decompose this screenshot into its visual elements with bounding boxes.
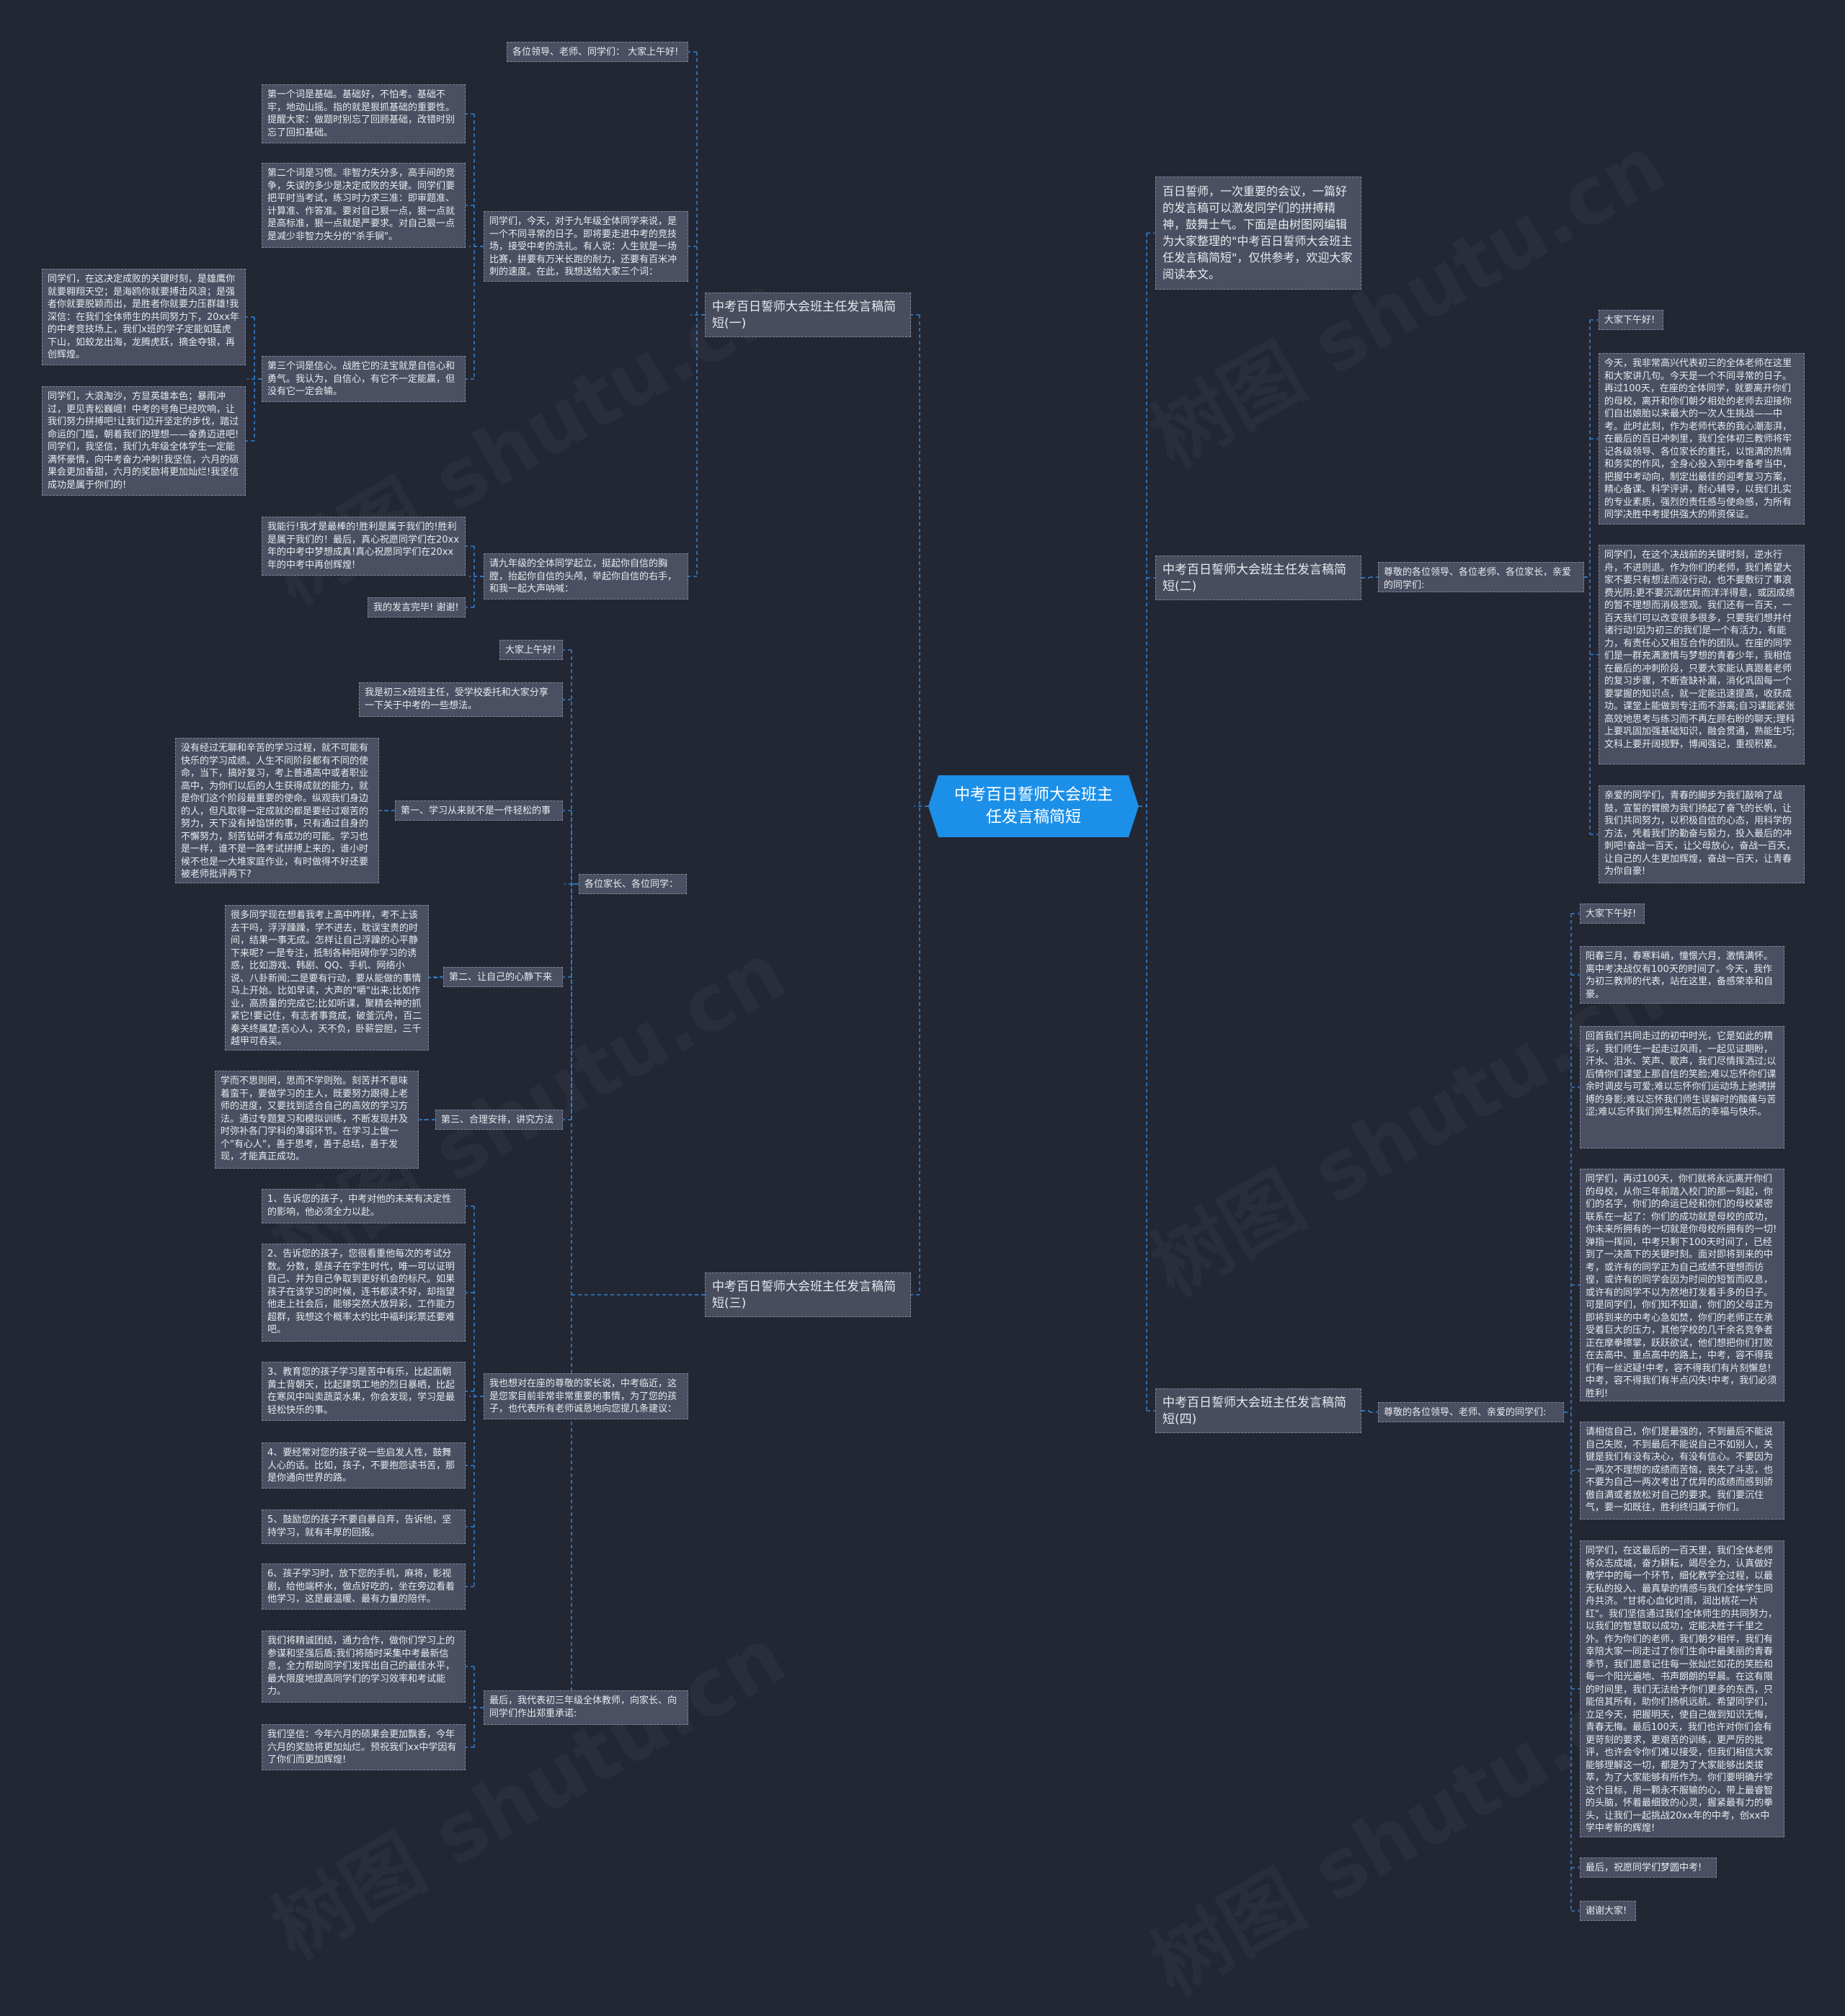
branch-3-advice[interactable]: 2、告诉您的孩子，您很看重他每次的考试分数。分数，是孩子在学生时代，唯一可以证明…: [262, 1244, 466, 1342]
branch-3-point-detail[interactable]: 很多同学现在想着我考上高中咋样，考不上该去干吗，浮浮躁躁，学不进去，耽误宝贵的时…: [225, 905, 429, 1051]
branch-2-paragraph[interactable]: 同学们，在这个决战前的关键时刻，逆水行舟，不进则退。作为你们的老师，我们希望大家…: [1599, 545, 1805, 764]
branch-1-point[interactable]: 第一个词是基础。基础好，不怕考。基础不牢，地动山摇。指的就是狠抓基础的重要性。提…: [262, 84, 466, 143]
branch-3-advice[interactable]: 3、教育您的孩子学习是苦中有乐，比起面朝黄土背朝天，比起建筑工地的烈日暴晒，比起…: [262, 1362, 466, 1421]
intro-node[interactable]: 百日誓师，一次重要的会议，一篇好的发言稿可以激发同学们的拼搏精神，鼓舞士气。下面…: [1155, 177, 1361, 290]
branch-1-paragraph[interactable]: 同学们，今天，对于九年级全体同学来说，是一个不同寻常的日子。即将要走进中考的竞技…: [484, 211, 688, 282]
branch-3-point-heading[interactable]: 第一、学习从来就不是一件轻松的事: [395, 800, 563, 821]
branch-4-paragraph[interactable]: 同学们，在这最后的一百天里，我们全体老师将众志成城，奋力耕耘，竭尽全力，认真做好…: [1580, 1540, 1784, 1837]
branch-4-title[interactable]: 中考百日誓师大会班主任发言稿简短(四): [1155, 1388, 1361, 1433]
branch-3-point-heading[interactable]: 第三、合理安排，讲究方法: [435, 1110, 563, 1130]
branch-1-closing[interactable]: 我的发言完毕! 谢谢!: [368, 597, 466, 617]
branch-3-address[interactable]: 各位家长、各位同学：: [579, 874, 687, 894]
branch-1-detail[interactable]: 同学们，大浪淘沙，方显英雄本色；暴雨冲过，更见青松巍峨！中考的号角已经吹响，让我…: [42, 386, 246, 496]
branch-2-title[interactable]: 中考百日誓师大会班主任发言稿简短(二): [1155, 556, 1361, 600]
branch-1-point[interactable]: 第三个词是信心。战胜它的法宝就是自信心和勇气。我认为，自信心，有它不一定能赢，但…: [262, 356, 466, 402]
branch-3-advice[interactable]: 5、鼓励您的孩子不要自暴自弃，告诉他，坚持学习，就有丰厚的回报。: [262, 1509, 466, 1544]
branch-4-paragraph[interactable]: 请相信自己，你们是最强的，不到最后不能说自己失败，不到最后不能说自己不如别人，关…: [1580, 1422, 1784, 1520]
branch-3-promise-intro[interactable]: 最后，我代表初三年级全体教师，向家长、向同学们作出郑重承诺:: [484, 1690, 688, 1725]
branch-3-promise[interactable]: 我们将精诚团结，通力合作，做你们学习上的参谋和坚强后盾;我们将随时采集中考最新信…: [262, 1631, 466, 1703]
root-topic[interactable]: 中考百日誓师大会班主任发言稿简短: [928, 775, 1139, 837]
branch-2-hello[interactable]: 大家下午好!: [1599, 310, 1663, 330]
branch-1-paragraph[interactable]: 请九年级的全体同学起立，挺起你自信的胸膛，抬起你自信的头颅，举起你自信的右手，和…: [484, 553, 688, 599]
branch-3-intro[interactable]: 我是初三x班班主任，受学校委托和大家分享一下关于中考的一些想法。: [359, 682, 563, 717]
branch-4-paragraph[interactable]: 谢谢大家!: [1580, 1901, 1636, 1921]
branch-4-greeting[interactable]: 尊敬的各位领导、老师、亲爱的同学们:: [1378, 1402, 1564, 1422]
branch-2-paragraph[interactable]: 亲爱的同学们，青春的脚步为我们敲响了战鼓，宣誓的臂膀为我们扬起了奋飞的长帆，让我…: [1599, 785, 1805, 883]
branch-4-paragraph[interactable]: 最后，祝愿同学们梦圆中考!: [1580, 1857, 1717, 1878]
branch-2-paragraph[interactable]: 今天，我非常高兴代表初三的全体老师在这里和大家讲几句。今天是一个不同寻常的日子。…: [1599, 353, 1805, 525]
branch-1-detail[interactable]: 同学们，在这决定成败的关键时刻，是雄鹰你就要翱翔天空；是海鸥你就要搏击风浪；是强…: [42, 269, 246, 365]
branch-3-point-detail[interactable]: 学而不思则罔，思而不学则殆。刻苦并不意味着蛮干，要做学习的主人，既要努力跟得上老…: [215, 1071, 419, 1169]
branch-4-hello[interactable]: 大家下午好!: [1580, 904, 1645, 924]
mind-map: 树图 shutu.cn 树图 shutu.cn 树图 shutu.cn 树图 s…: [42, 42, 1805, 1921]
branch-1-slogan[interactable]: 我能行!我才是最棒的!胜利是属于我们的!胜利是属于我们的！最后，真心祝愿同学们在…: [262, 517, 466, 576]
branch-3-point-detail[interactable]: 没有经过无聊和辛苦的学习过程，就不可能有快乐的学习成绩。人生不同阶段都有不同的使…: [175, 738, 379, 883]
branch-4-paragraph[interactable]: 同学们，再过100天，你们就将永远离开你们的母校，从你三年前踏入校门的那一刻起，…: [1580, 1169, 1784, 1401]
branch-1-point[interactable]: 第二个词是习惯。非智力失分多，高手间的竞争，失误的多少是决定成败的关键。同学们要…: [262, 163, 466, 248]
branch-3-hello[interactable]: 大家上午好!: [499, 640, 563, 660]
branch-3-point-heading[interactable]: 第二、让自己的心静下来: [443, 967, 563, 987]
branch-3-advice[interactable]: 4、要经常对您的孩子说一些启发人性，鼓舞人心的话。比如，孩子，不要抱怨读书苦，那…: [262, 1442, 466, 1489]
branch-3-advice[interactable]: 6、孩子学习时，放下您的手机，麻将，影视剧，给他端杯水，做点好吃的，坐在旁边看着…: [262, 1564, 466, 1610]
branch-2-greeting[interactable]: 尊敬的各位领导、各位老师、各位家长，亲爱的同学们:: [1378, 562, 1584, 592]
branch-3-promise[interactable]: 我们坚信：今年六月的硕果会更加飘香，今年六月的奖励将更加灿烂。预祝我们xx中学因…: [262, 1724, 466, 1770]
branch-3-advice[interactable]: 1、告诉您的孩子，中考对他的未来有决定性的影响，他必须全力以赴。: [262, 1189, 466, 1223]
branch-1-greeting[interactable]: 各位领导、老师、同学们： 大家上午好!: [507, 42, 688, 62]
branch-3-title[interactable]: 中考百日誓师大会班主任发言稿简短(三): [705, 1272, 911, 1317]
branch-3-advice-intro[interactable]: 我也想对在座的尊敬的家长说，中考临近，这是您家目前非常非常重要的事情，为了您的孩…: [484, 1373, 688, 1419]
branch-4-paragraph[interactable]: 阳春三月，春寒料峭，憧憬六月，激情满怀。离中考决战仅有100天的时间了。今天，我…: [1580, 946, 1784, 1004]
branch-4-paragraph[interactable]: 回首我们共同走过的初中时光，它是如此的精彩，我们师生一起走过风雨，一起见证期盼，…: [1580, 1026, 1784, 1149]
branch-1-title[interactable]: 中考百日誓师大会班主任发言稿简短(一): [705, 293, 911, 337]
